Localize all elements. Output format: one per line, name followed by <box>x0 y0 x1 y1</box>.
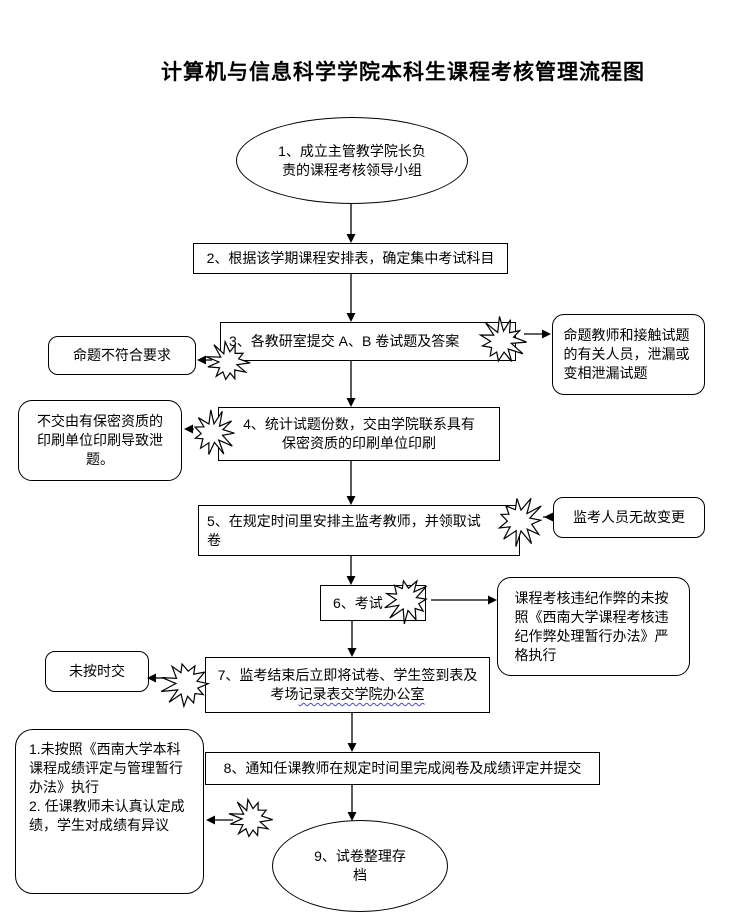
note-grading-item-2: 2. 任课教师未认真认定成绩，学生对成绩有异议 <box>29 798 185 833</box>
flow-step-7-label: 7、监考结束后立即将试卷、学生签到表及考场记录表交学院办公室 <box>217 667 478 702</box>
flow-step-4-label: 4、统计试题份数，交由学院联系具有保密资质的印刷单位印刷 <box>243 416 475 451</box>
flow-step-1-label: 1、成立主管教学院长负责的课程考核领导小组 <box>278 142 426 178</box>
arrowhead-icon <box>346 398 356 407</box>
flow-step-8-label: 8、通知任课教师在规定时间里完成阅卷及成绩评定并提交 <box>223 760 582 776</box>
flow-step-9-terminator: 9、试卷整理存档 <box>272 820 448 912</box>
flow-step-3-process: 3、各教研室提交 A、B 卷试题及答案 <box>220 322 516 361</box>
page-title: 计算机与信息科学学院本科生课程考核管理流程图 <box>161 60 645 84</box>
note-topic-not-qualified: 命题不符合要求 <box>48 336 196 375</box>
note-grading-item-1: 1.未按照《西南大学本科课程成绩评定与管理暂行办法》执行 <box>29 741 183 795</box>
note-cheating-rule: 课程考核违纪作弊的未按照《西南大学课程考核违纪作弊处理暂行办法》严格执行 <box>497 577 690 676</box>
flow-step-7-process: 7、监考结束后立即将试卷、学生签到表及考场记录表交学院办公室 <box>205 657 490 713</box>
flow-step-8-process: 8、通知任课教师在规定时间里完成阅卷及成绩评定并提交 <box>205 752 600 785</box>
flow-step-5-label: 5、在规定时间里安排主监考教师，并领取试卷 <box>207 512 481 548</box>
note-late-submission: 未按时交 <box>45 651 149 692</box>
note-question-leak: 命题教师和接触试题的有关人员，泄漏或变相泄漏试题 <box>552 314 705 395</box>
note-print-leak: 不交由有保密资质的印刷单位印刷导致泄题。 <box>18 400 182 481</box>
arrowhead-icon <box>197 355 206 365</box>
arrowhead-icon <box>346 576 356 585</box>
flow-step-1-terminator: 1、成立主管教学院长负责的课程考核领导小组 <box>236 117 468 204</box>
arrowhead-icon <box>544 512 553 522</box>
arrowhead-icon <box>542 329 551 339</box>
arrowhead-icon <box>346 234 356 243</box>
arrowhead-icon <box>346 313 356 322</box>
burst-icon <box>160 662 211 709</box>
arrowhead-icon <box>488 595 497 605</box>
arrowhead-icon <box>184 424 193 434</box>
flow-step-6-process: 6、考试 <box>320 585 426 621</box>
flow-step-6-label: 6、考试 <box>333 594 383 611</box>
arrowhead-icon <box>347 743 357 752</box>
flow-step-4-process: 4、统计试题份数，交由学院联系具有保密资质的印刷单位印刷 <box>218 407 500 461</box>
arrowhead-icon <box>347 648 357 657</box>
flow-step-2-label: 2、根据该学期课程安排表，确定集中考试科目 <box>206 250 495 266</box>
arrowhead-icon <box>206 815 215 825</box>
note-invigilator-change: 监考人员无故变更 <box>553 497 705 538</box>
arrowhead-icon <box>346 496 356 505</box>
flow-step-3-label: 3、各教研室提交 A、B 卷试题及答案 <box>229 333 460 349</box>
note-grading-issues: 1.未按照《西南大学本科课程成绩评定与管理暂行办法》执行 2. 任课教师未认真认… <box>15 729 204 894</box>
burst-icon <box>228 797 273 838</box>
flow-step-2-process: 2、根据该学期课程安排表，确定集中考试科目 <box>193 243 508 274</box>
flow-step-5-process: 5、在规定时间里安排主监考教师，并领取试卷 <box>198 505 520 556</box>
flow-step-9-label: 9、试卷整理存档 <box>314 848 406 883</box>
flow-step-7-underlined-text: 记录表交学院办公室 <box>298 686 425 702</box>
